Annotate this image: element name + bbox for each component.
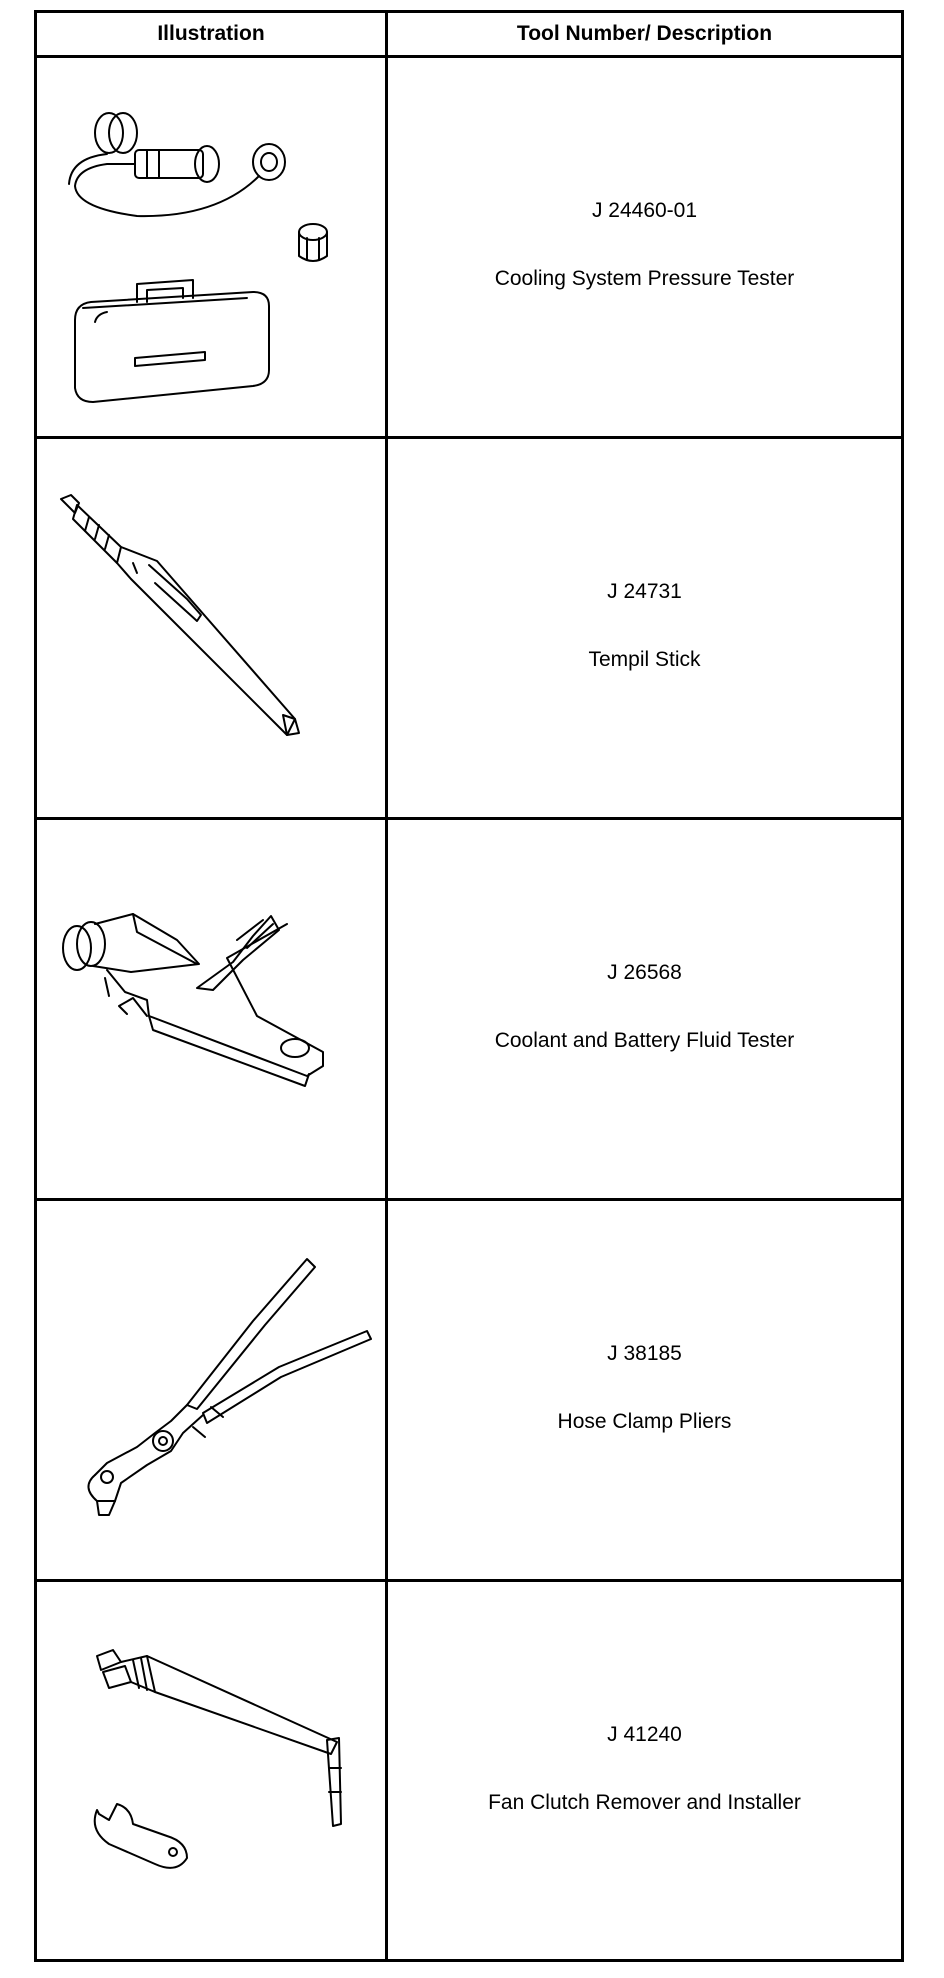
- cooling-system-pressure-tester-illustration: [37, 58, 385, 436]
- tool-number: J 41240: [607, 1723, 682, 1746]
- table-row: J 26568 Coolant and Battery Fluid Tester: [37, 820, 901, 1201]
- hose-clamp-pliers-illustration: [37, 1201, 385, 1579]
- tool-name: Cooling System Pressure Tester: [494, 267, 795, 290]
- tool-number: J 24731: [607, 580, 682, 603]
- tool-number: J 24460-01: [591, 199, 698, 222]
- coolant-battery-fluid-tester-illustration: [37, 820, 385, 1198]
- tool-name: Hose Clamp Pliers: [557, 1410, 732, 1433]
- tool-name: Tempil Stick: [588, 648, 701, 671]
- tool-description-cell: J 41240 Fan Clutch Remover and Installer: [388, 1582, 901, 1960]
- table-row: J 24460-01 Cooling System Pressure Teste…: [37, 58, 901, 439]
- table-row: J 41240 Fan Clutch Remover and Installer: [37, 1582, 901, 1960]
- table-header-row: Illustration Tool Number/ Description: [37, 13, 901, 58]
- header-illustration: Illustration: [157, 22, 265, 45]
- tool-number: J 26568: [607, 961, 682, 984]
- header-tool-number-description: Tool Number/ Description: [516, 22, 773, 45]
- special-tools-table: Illustration Tool Number/ Description: [34, 10, 904, 1962]
- tool-description-cell: J 24731 Tempil Stick: [388, 439, 901, 817]
- tool-description-cell: J 24460-01 Cooling System Pressure Teste…: [388, 58, 901, 436]
- fan-clutch-remover-installer-illustration: [37, 1582, 385, 1960]
- tool-name: Coolant and Battery Fluid Tester: [494, 1029, 795, 1052]
- table-row: J 24731 Tempil Stick: [37, 439, 901, 820]
- tool-number: J 38185: [607, 1342, 682, 1365]
- tempil-stick-illustration: [37, 439, 385, 817]
- table-row: J 38185 Hose Clamp Pliers: [37, 1201, 901, 1582]
- column-divider: [385, 13, 388, 1959]
- tool-name: Fan Clutch Remover and Installer: [488, 1791, 801, 1814]
- tool-description-cell: J 38185 Hose Clamp Pliers: [388, 1201, 901, 1579]
- tool-description-cell: J 26568 Coolant and Battery Fluid Tester: [388, 820, 901, 1198]
